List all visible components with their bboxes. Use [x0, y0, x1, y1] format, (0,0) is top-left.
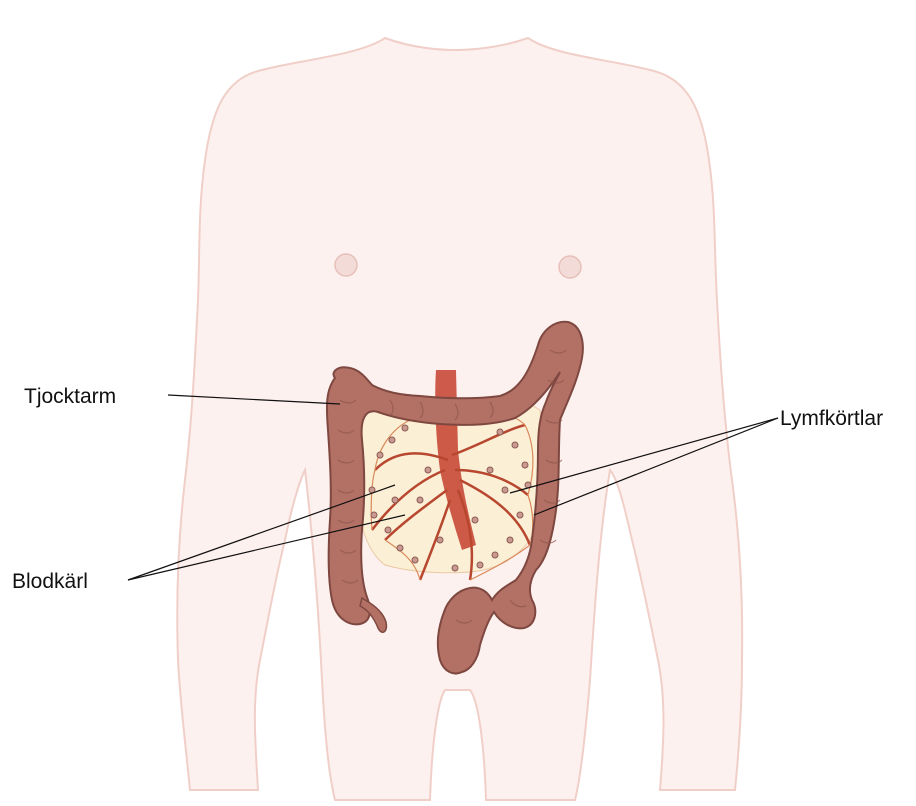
label-colon: Tjocktarm	[24, 385, 116, 409]
label-lymph-nodes: Lymfkörtlar	[780, 407, 883, 431]
nipple-left	[335, 254, 357, 276]
label-blood-vessels: Blodkärl	[12, 570, 88, 594]
nipple-right	[559, 256, 581, 278]
